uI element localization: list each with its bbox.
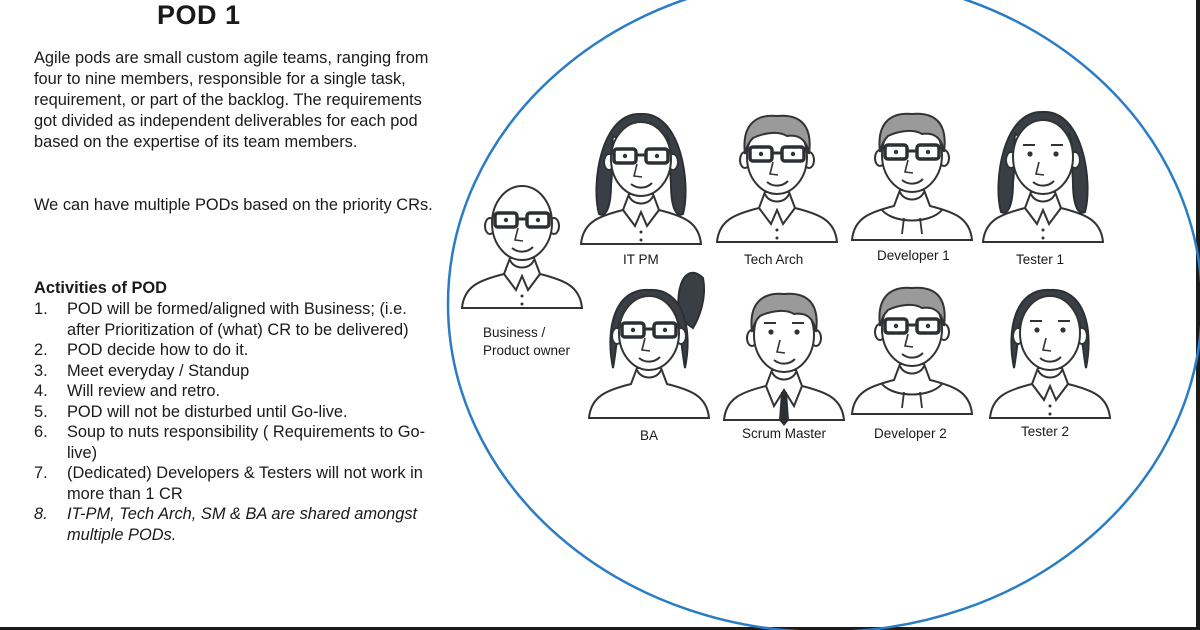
tester2-label: Tester 2	[1021, 424, 1069, 439]
scrum-master-avatar	[723, 292, 845, 426]
pod-boundary-ellipse	[446, 0, 1200, 630]
activities-list: 1.POD will be formed/aligned with Busine…	[34, 299, 434, 545]
business-owner-label-line2: Product owner	[483, 343, 571, 358]
tester1-avatar	[982, 110, 1104, 243]
business-owner-label-line1: Business /	[483, 325, 546, 340]
developer2-label: Developer 2	[874, 426, 947, 441]
tester2-avatar	[989, 288, 1111, 419]
tech-arch-label: Tech Arch	[744, 252, 803, 267]
ba-avatar	[588, 271, 710, 419]
activity-item: 7.(Dedicated) Developers & Testers will …	[34, 464, 423, 503]
activities-heading: Activities of POD	[34, 279, 167, 297]
intro-paragraph: Agile pods are small custom agile teams,…	[34, 49, 429, 151]
tester1-label: Tester 1	[1016, 252, 1064, 267]
activity-item: 4.Will review and retro.	[34, 382, 221, 400]
developer1-avatar	[851, 112, 973, 241]
activity-item: 6.Soup to nuts responsibility ( Requirem…	[34, 423, 426, 462]
developer1-label: Developer 1	[877, 248, 950, 263]
activity-item: 1.POD will be formed/aligned with Busine…	[34, 300, 409, 339]
frame-bottom-border	[0, 627, 1200, 630]
activity-item: 8.IT-PM, Tech Arch, SM & BA are shared a…	[34, 505, 418, 544]
it-pm-avatar	[580, 112, 702, 245]
frame-right-border	[1196, 0, 1200, 630]
activity-item: 3.Meet everyday / Standup	[34, 361, 250, 380]
page-title: POD 1	[157, 0, 241, 30]
tech-arch-avatar	[716, 114, 838, 243]
ba-label: BA	[640, 428, 658, 443]
business-owner-avatar	[461, 185, 583, 309]
scrum-master-label: Scrum Master	[742, 426, 827, 441]
developer2-avatar	[851, 286, 973, 415]
activity-item: 2.POD decide how to do it.	[34, 341, 249, 359]
activity-item: 5.POD will not be disturbed until Go-liv…	[34, 402, 348, 421]
it-pm-label: IT PM	[623, 252, 659, 267]
multiple-pods-paragraph: We can have multiple PODs based on the p…	[34, 196, 433, 214]
